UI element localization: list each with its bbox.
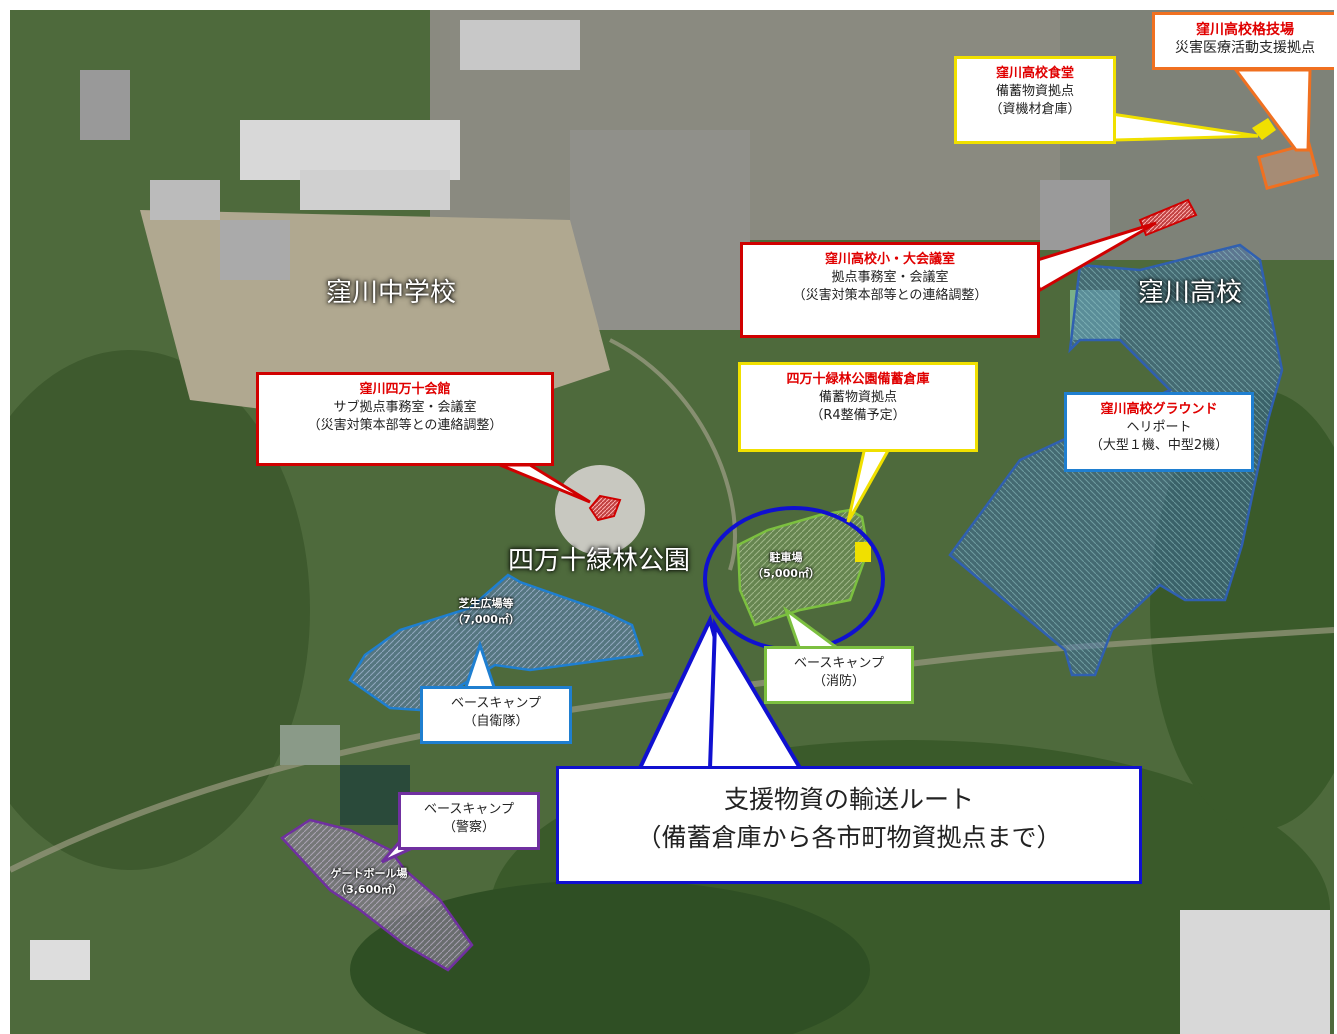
callout-line: 支援物資の輸送ルート: [723, 785, 974, 814]
callout-line: サブ拠点事務室・会議室: [333, 400, 477, 415]
callout-line: 拠点事務室・会議室: [831, 270, 949, 285]
callout-ground: 窪川高校グラウンド ヘリポート （大型１機、中型2機）: [1064, 392, 1254, 472]
callout-line: ベースキャンプ: [794, 656, 884, 671]
callout-line: （災害対策本部等との連絡調整）: [307, 418, 503, 433]
callout-combat-hall: 窪川高校格技場 災害医療活動支援拠点: [1152, 12, 1334, 70]
callout-line: （R4整備予定）: [810, 408, 906, 423]
area-size: （7,000㎡）: [452, 613, 520, 626]
callout-line: （消防）: [812, 674, 865, 689]
callout-basecamp-police: ベースキャンプ （警察）: [398, 792, 540, 850]
lawn-area-label: 芝生広場等 （7,000㎡）: [434, 596, 538, 628]
callout-basecamp-sdf: ベースキャンプ （自衛隊）: [420, 686, 572, 744]
callout-title: 四万十緑林公園備蓄倉庫: [786, 372, 930, 387]
gateball-area-label: ゲートボール場 （3,600㎡）: [306, 866, 432, 898]
callout-line: （災害対策本部等との連絡調整）: [792, 288, 988, 303]
callout-line: （自衛隊）: [463, 714, 529, 729]
callout-line: （資機材倉庫）: [989, 102, 1081, 117]
junior-high-label: 窪川中学校: [326, 278, 457, 308]
area-size: （3,600㎡）: [335, 883, 403, 896]
area-size: （5,000㎡）: [752, 567, 820, 580]
area-name: ゲートボール場: [330, 867, 408, 880]
callout-line: 備蓄物資拠点: [995, 84, 1074, 99]
high-school-label: 窪川高校: [1138, 278, 1243, 308]
callout-shimanto-hall: 窪川四万十会館 サブ拠点事務室・会議室 （災害対策本部等との連絡調整）: [256, 372, 554, 466]
area-name: 駐車場: [769, 551, 803, 564]
callout-title: 窪川高校格技場: [1196, 22, 1294, 38]
callout-supply-route: 支援物資の輸送ルート （備蓄倉庫から各市町物資拠点まで）: [556, 766, 1142, 884]
area-name: 芝生広場等: [458, 597, 514, 610]
park-label: 四万十緑林公園: [508, 546, 691, 576]
callout-line: ヘリポート: [1126, 420, 1192, 435]
callout-line: （備蓄倉庫から各市町物資拠点まで）: [636, 823, 1062, 852]
callout-line: ベースキャンプ: [424, 802, 514, 817]
callout-line: 備蓄物資拠点: [818, 390, 897, 405]
callout-basecamp-fire: ベースキャンプ （消防）: [764, 646, 914, 704]
callout-line: （大型１機、中型2機）: [1089, 438, 1229, 453]
callout-line: 災害医療活動支援拠点: [1175, 40, 1315, 56]
callout-cafeteria: 窪川高校食堂 備蓄物資拠点 （資機材倉庫）: [954, 56, 1116, 144]
callout-title: 窪川高校食堂: [995, 66, 1074, 81]
callout-meeting-room: 窪川高校小・大会議室 拠点事務室・会議室 （災害対策本部等との連絡調整）: [740, 242, 1040, 338]
callout-title: 窪川四万十会館: [359, 382, 451, 397]
parking-area-label: 駐車場 （5,000㎡）: [746, 550, 826, 582]
callout-line: ベースキャンプ: [451, 696, 541, 711]
callout-title: 窪川高校グラウンド: [1100, 402, 1218, 417]
callout-park-warehouse: 四万十緑林公園備蓄倉庫 備蓄物資拠点 （R4整備予定）: [738, 362, 978, 452]
aerial-map: 窪川中学校 窪川高校 四万十緑林公園 窪川高校格技場 災害医療活動支援拠点 窪川…: [10, 10, 1334, 1034]
callout-title: 窪川高校小・大会議室: [824, 252, 955, 267]
callout-line: （警察）: [442, 820, 495, 835]
